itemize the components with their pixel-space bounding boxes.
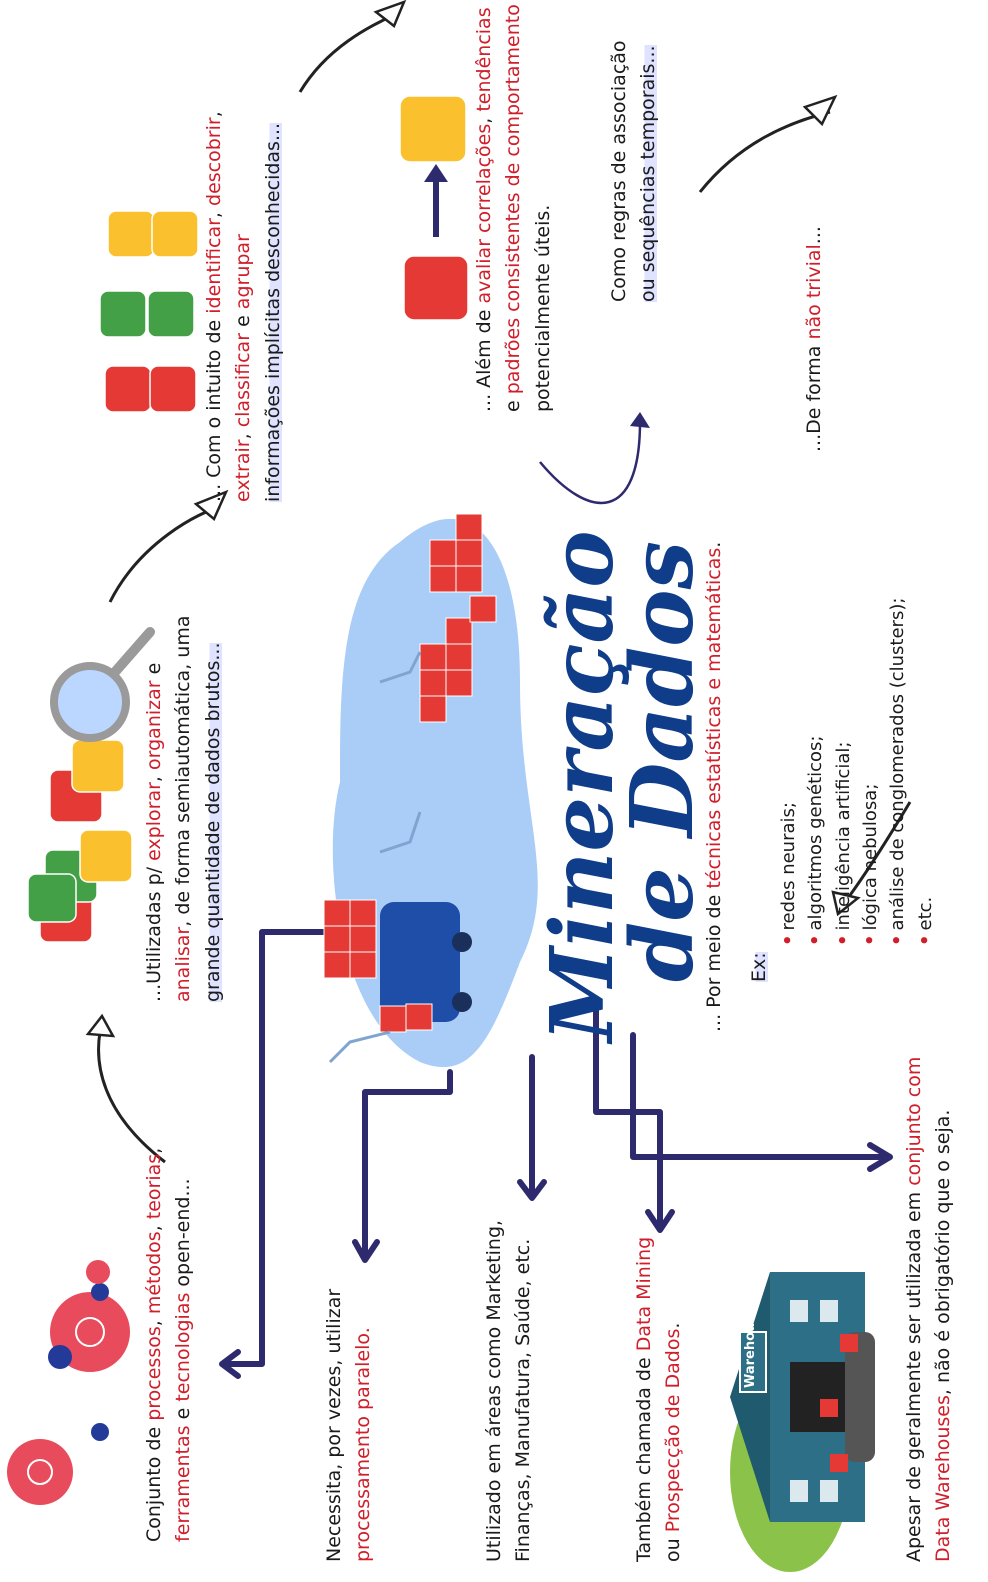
list-item: •inteligência artificial; (832, 741, 854, 946)
example-label: Ex: (748, 952, 770, 982)
magnifier-icon (50, 627, 155, 742)
node-conjunto: Conjunto de processos, métodos, teorias,… (143, 1147, 195, 1542)
node-regras: Como regras de associação ou sequências … (608, 40, 660, 302)
node-utilizadas: ...Utilizadas p/ explorar, organizar e a… (143, 615, 224, 1002)
node-areas: Utilizado em áreas como Marketing, Finan… (483, 1219, 535, 1562)
list-item: •análise de conglomerados (clusters); (887, 597, 909, 946)
arrow-to-conjunto (225, 929, 336, 1367)
list-item: •etc. (914, 896, 936, 946)
page-title-line2: de Dados (612, 540, 713, 982)
node-chamada: Também chamada de Data Mining ou Prospec… (633, 1236, 685, 1562)
node-alem: ... Além de avaliar correlações, tendênc… (473, 4, 554, 412)
node-warehouse: Apesar de geralmente ser utilizada em co… (903, 1056, 955, 1562)
techniques-list: •redes neurais; •algoritmos genéticos; •… (775, 598, 939, 946)
dice-transform-icon (399, 95, 469, 321)
curved-arrow-1 (97, 1031, 166, 1164)
node-tecnicas: ... Por meio de técnicas estatísticas e … (703, 541, 725, 1032)
node-paralelo: Necessita, por vezes, utilizar processam… (323, 1288, 375, 1562)
dice-cluster-explore (27, 739, 133, 943)
node-intuito: ... Com o intuito de identificar, descob… (203, 111, 284, 502)
mining-illustration (323, 513, 538, 1067)
list-item: •redes neurais; (778, 802, 799, 946)
list-item: •algoritmos genéticos; (805, 735, 827, 946)
node-trivial: ...De forma não trivial... (803, 226, 825, 452)
warehouse-sign: Warehouse (743, 1306, 758, 1388)
warehouse-illustration (730, 1272, 875, 1572)
gears-icon (7, 1260, 130, 1505)
list-item: •lógica nebulosa; (860, 783, 882, 946)
dice-rows-icon (99, 210, 199, 413)
